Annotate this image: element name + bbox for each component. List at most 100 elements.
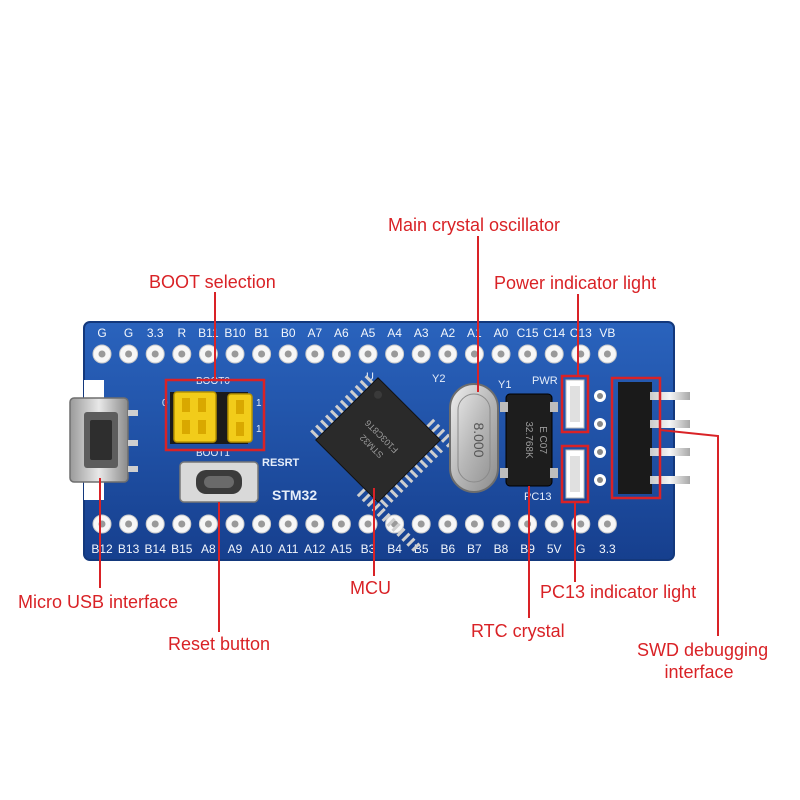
- micro-usb-connector: [69, 397, 138, 483]
- top-pin-label-17: C14: [543, 326, 565, 340]
- label-swd-line2: interface: [664, 662, 734, 682]
- bottom-pin-label-13: B6: [440, 542, 455, 556]
- top-pin-hole-11: [391, 350, 399, 358]
- top-pin-label-11: A4: [387, 326, 402, 340]
- chip-pin-bottom-8: [396, 527, 406, 537]
- silk-resrt: RESRT: [262, 457, 300, 469]
- top-pin-hole-16: [524, 350, 532, 358]
- bottom-pin-hole-17: [550, 520, 558, 528]
- bottom-pin-label-9: A15: [331, 542, 353, 556]
- leader-swd: [659, 429, 719, 636]
- bottom-pin-label-14: B7: [467, 542, 482, 556]
- top-pin-hole-4: [204, 350, 212, 358]
- top-pin-hole-15: [497, 350, 505, 358]
- top-pin-hole-13: [444, 350, 452, 358]
- bottom-pin-hole-4: [204, 520, 212, 528]
- bottom-pin-hole-8: [311, 520, 319, 528]
- bottom-pin-hole-10: [364, 520, 372, 528]
- bottom-pin-hole-16: [524, 520, 532, 528]
- top-pin-hole-7: [284, 350, 292, 358]
- chip-pin-right-1: [428, 449, 439, 459]
- bottom-pin-hole-18: [577, 520, 585, 528]
- top-pin-hole-18: [577, 350, 585, 358]
- top-pin-label-8: A7: [307, 326, 322, 340]
- bottom-pin-label-4: A8: [201, 542, 216, 556]
- chip-pin-left-10: [315, 424, 325, 434]
- chip-pin-left-4: [344, 394, 354, 404]
- bottom-pin-label-5: A9: [228, 542, 243, 556]
- chip-pin-left-2: [354, 384, 364, 395]
- chip-pin-right-7: [399, 478, 409, 489]
- bottom-pin-hole-15: [497, 520, 505, 528]
- label-micro-usb: Micro USB interface: [18, 592, 179, 612]
- label-pc13-indicator: PC13 indicator light: [540, 582, 697, 602]
- top-pin-hole-2: [151, 350, 159, 358]
- chip-pin-top-3: [440, 433, 451, 443]
- chip-pin-left-5: [339, 399, 350, 409]
- bottom-pin-label-11: B4: [387, 542, 402, 556]
- top-pin-label-14: A1: [467, 326, 482, 340]
- bottom-pin-hole-14: [470, 520, 478, 528]
- top-pin-hole-3: [178, 350, 186, 358]
- silk-boot1: BOOT1: [196, 448, 230, 459]
- top-pin-label-18: C13: [570, 326, 592, 340]
- chip-pin-right-0: [433, 444, 444, 454]
- pc13-led: [565, 449, 585, 499]
- chip-pin-bottom-6: [386, 517, 396, 527]
- chip-pin-bottom-10: [406, 537, 416, 547]
- chip-pin-bottom-4: [376, 507, 386, 518]
- label-main-crystal: Main crystal oscillator: [388, 215, 561, 235]
- bottom-pin-label-16: B9: [520, 542, 535, 556]
- main-crystal: [449, 383, 499, 493]
- top-pin-hole-19: [603, 350, 611, 358]
- top-pin-label-1: G: [124, 326, 133, 340]
- silk-pwr: PWR: [532, 375, 558, 387]
- bottom-pin-hole-7: [284, 520, 292, 528]
- top-pin-label-3: R: [177, 326, 186, 340]
- bottom-pin-label-3: B15: [171, 542, 193, 556]
- rtc-text-1: 32.768K: [523, 421, 534, 459]
- top-pin-label-10: A5: [361, 326, 376, 340]
- top-pin-row: [92, 344, 617, 364]
- bottom-pin-row: [92, 514, 617, 534]
- chip-pin-right-10: [384, 493, 394, 503]
- bottom-pin-label-2: B14: [145, 542, 167, 556]
- power-led: [565, 379, 585, 429]
- label-swd: SWD debugging interface: [637, 639, 769, 683]
- chip-pin-left-1: [359, 379, 369, 390]
- chip-pin-right-3: [419, 459, 429, 469]
- chip-pin-bottom-7: [391, 522, 401, 532]
- top-pin-hole-17: [550, 350, 558, 358]
- chip-pin-right-11: [379, 498, 389, 508]
- top-pin-label-5: B10: [224, 326, 246, 340]
- bottom-pin-label-6: A10: [251, 542, 273, 556]
- silk-y1: Y1: [498, 379, 511, 391]
- reset-button: [179, 461, 259, 503]
- top-pin-label-6: B1: [254, 326, 269, 340]
- silk-y2: Y2: [432, 373, 445, 385]
- chip-pin-right-4: [414, 464, 424, 474]
- top-pin-hole-1: [125, 350, 133, 358]
- top-pin-hole-14: [470, 350, 478, 358]
- top-pin-hole-12: [417, 350, 425, 358]
- chip-pin-left-9: [320, 419, 330, 429]
- boot0-jumper: [173, 391, 217, 443]
- chip-pin-right-6: [404, 473, 414, 484]
- chip-pin-right-9: [389, 488, 399, 498]
- bottom-pin-hole-9: [337, 520, 345, 528]
- bottom-pin-label-17: 5V: [547, 542, 562, 556]
- top-pin-hole-0: [98, 350, 106, 358]
- chip-pin-bottom-5: [381, 512, 391, 523]
- bottom-pin-hole-2: [151, 520, 159, 528]
- swd-header: [594, 382, 690, 494]
- top-pin-hole-10: [364, 350, 372, 358]
- top-pin-label-15: A0: [494, 326, 509, 340]
- bottom-pin-label-18: G: [576, 542, 585, 556]
- chip-pin-top-2: [435, 428, 446, 438]
- top-pin-label-16: C15: [517, 326, 539, 340]
- label-swd-line1: SWD debugging: [637, 640, 769, 660]
- label-power-indicator: Power indicator light: [494, 273, 657, 293]
